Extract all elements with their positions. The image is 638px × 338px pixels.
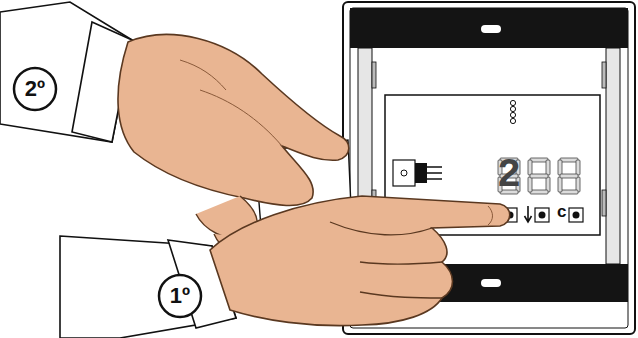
callout-circle <box>159 275 201 317</box>
display-segment <box>558 160 562 175</box>
display-segment <box>560 174 578 178</box>
buttons <box>503 206 583 222</box>
display-segment <box>560 190 578 194</box>
led <box>510 118 515 123</box>
down-arrow-symbol <box>525 206 532 222</box>
display-segment <box>546 160 550 175</box>
clip <box>602 62 606 88</box>
button-label: c <box>557 203 566 220</box>
display-segment <box>576 160 580 175</box>
step-number-circle: 2º <box>12 66 58 112</box>
display-digit: 2 <box>497 156 521 196</box>
clip <box>602 190 606 216</box>
callout-circle <box>14 68 56 110</box>
fingernail <box>488 206 493 225</box>
display-segment <box>530 158 548 162</box>
led <box>510 106 515 111</box>
led <box>510 112 515 117</box>
display-segment <box>558 177 562 192</box>
bottom-slot <box>481 279 501 287</box>
led <box>510 100 515 105</box>
button-dot <box>539 212 546 219</box>
seven-segment-display <box>494 155 586 199</box>
display-segment <box>528 177 532 192</box>
top-band <box>350 8 628 48</box>
lower-hand <box>60 196 510 338</box>
hand <box>210 196 510 326</box>
sleeve <box>0 2 132 142</box>
regulator <box>393 160 442 186</box>
step-number-circle: 1º <box>157 273 203 319</box>
hand-crease <box>180 60 282 146</box>
display-segment <box>530 190 548 194</box>
button-dot <box>573 212 580 219</box>
hand <box>118 35 349 206</box>
display-segment <box>560 158 578 162</box>
display-window <box>494 155 586 199</box>
step-number: 2º <box>25 76 45 102</box>
regulator-body <box>415 163 427 183</box>
finger-outline <box>330 222 442 298</box>
display-segment <box>530 174 548 178</box>
top-slot <box>481 25 501 33</box>
led-column <box>510 100 515 123</box>
button <box>535 208 549 222</box>
side-rail <box>606 48 620 264</box>
regulator-tab <box>393 160 415 186</box>
regulator-hole <box>401 170 407 176</box>
step-number: 1º <box>170 283 190 309</box>
regulator-pins <box>427 167 442 179</box>
display-segment <box>528 160 532 175</box>
clip <box>372 62 376 88</box>
button <box>569 208 583 222</box>
